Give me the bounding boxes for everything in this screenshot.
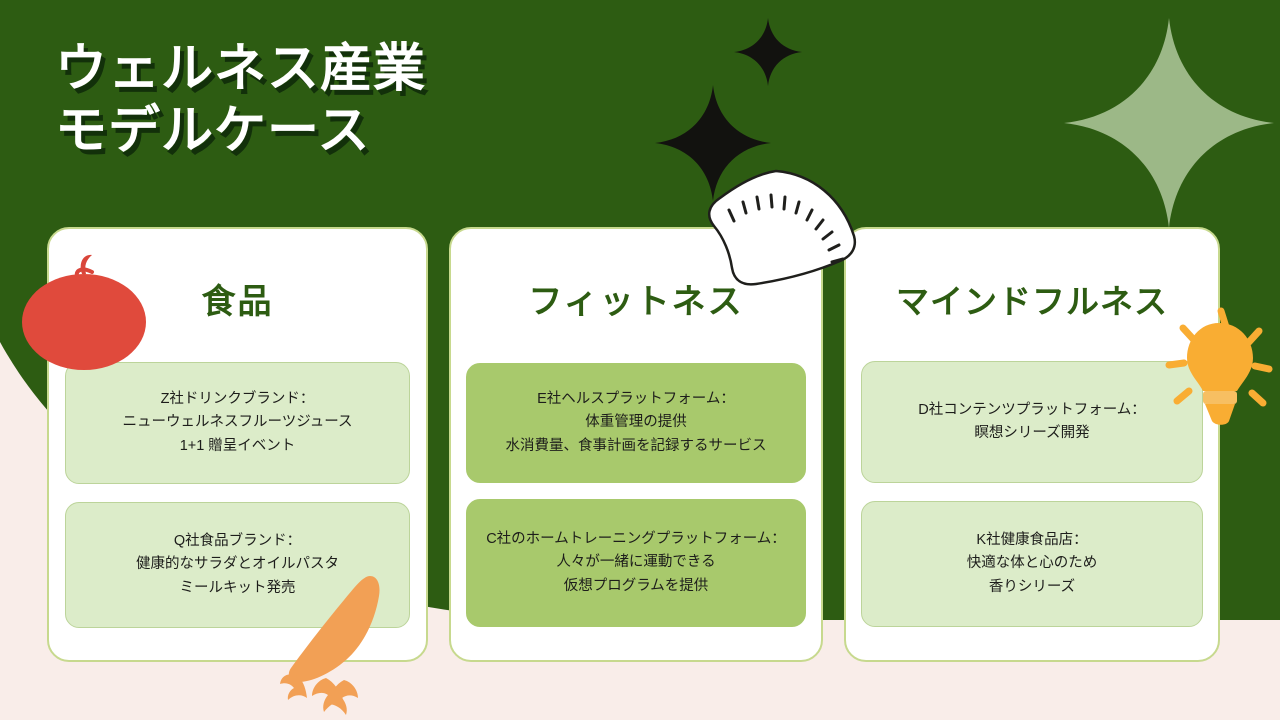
sparkle-black-small-icon — [734, 18, 802, 86]
card-mindfulness[interactable]: マインドフルネス D社コンテンツプラットフォーム： 瞑想シリーズ開発 K社健康食… — [844, 227, 1220, 662]
sparkle-green-large-icon — [1064, 18, 1274, 228]
card-title-food: 食品 — [201, 283, 274, 321]
card-fitness[interactable]: フィットネス E社ヘルスプラットフォーム： 体重管理の提供 水消費量、食事計画を… — [449, 227, 823, 662]
card-mindfulness-item-1[interactable]: D社コンテンツプラットフォーム： 瞑想シリーズ開発 — [861, 361, 1203, 483]
card-title-mindfulness: マインドフルネス — [896, 283, 1168, 320]
card-title-fitness: フィットネス — [528, 283, 744, 321]
card-food-item-2[interactable]: Q社食品ブランド： 健康的なサラダとオイルパスタ ミールキット発売 — [65, 502, 410, 628]
card-food[interactable]: 食品 Z社ドリンクブランド： ニューウェルネスフルーツジュース 1+1 贈呈イベ… — [47, 227, 428, 662]
card-food-item-1[interactable]: Z社ドリンクブランド： ニューウェルネスフルーツジュース 1+1 贈呈イベント — [65, 362, 410, 484]
card-row: 食品 Z社ドリンクブランド： ニューウェルネスフルーツジュース 1+1 贈呈イベ… — [0, 227, 1280, 662]
page-title: ウェルネス産業 モデルケース — [55, 40, 427, 161]
card-fitness-item-1[interactable]: E社ヘルスプラットフォーム： 体重管理の提供 水消費量、食事計画を記録するサービ… — [466, 363, 806, 483]
sparkle-black-large-icon — [655, 85, 771, 201]
card-mindfulness-item-2[interactable]: K社健康食品店： 快適な体と心のため 香りシリーズ — [861, 501, 1203, 627]
card-fitness-item-2[interactable]: C社のホームトレーニングプラットフォーム： 人々が一緒に運動できる 仮想プログラ… — [466, 499, 806, 627]
